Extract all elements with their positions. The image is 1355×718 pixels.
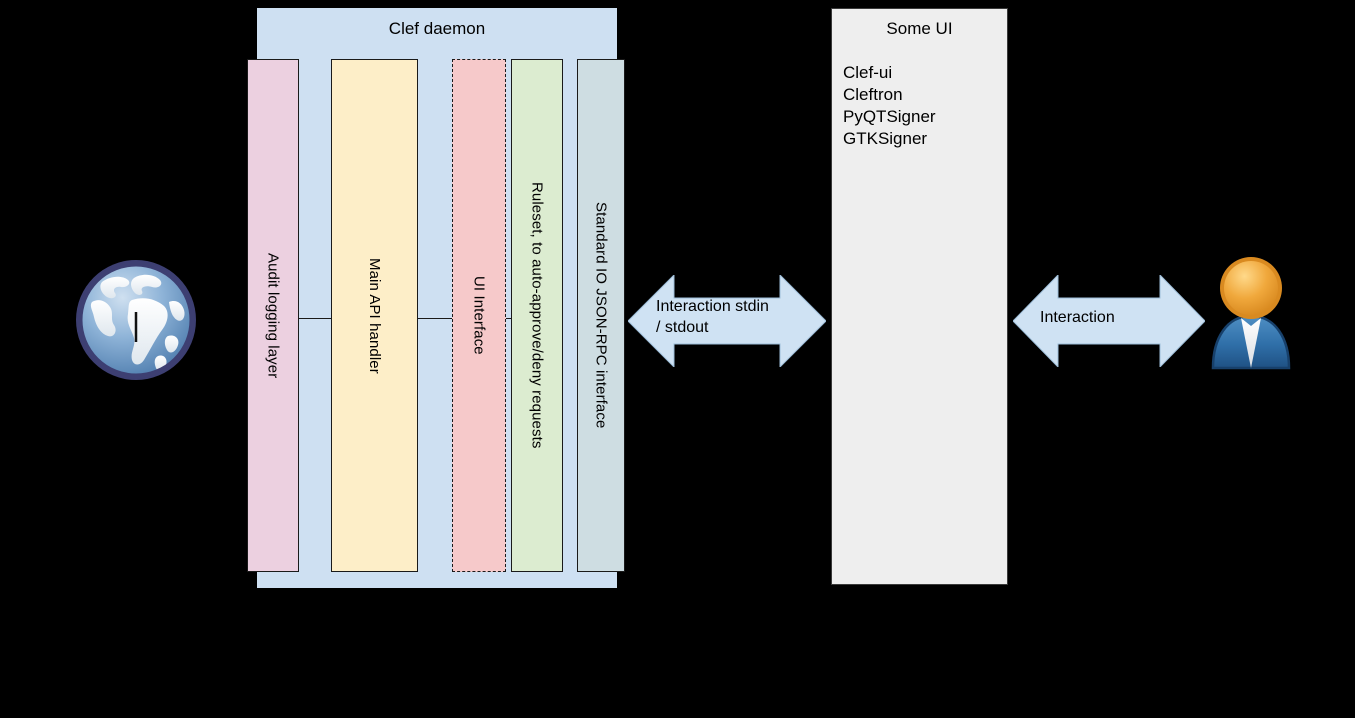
some-ui-panel bbox=[831, 8, 1008, 585]
some-ui-title: Some UI bbox=[886, 19, 953, 38]
clef-daemon-title: Clef daemon bbox=[388, 19, 486, 38]
clef-daemon-container bbox=[257, 8, 617, 588]
layer-jsonrpc-label: Standard IO JSON-RPC interface bbox=[592, 202, 610, 429]
arrow-stdin-stdout bbox=[628, 275, 826, 367]
list-item: Clef-ui bbox=[843, 63, 893, 82]
arrow-interaction bbox=[1013, 275, 1205, 367]
layer-ruleset-label: Ruleset, to auto-approve/deny requests bbox=[528, 182, 546, 449]
layer-main-api-handler: Main API handler bbox=[331, 59, 418, 572]
list-item: GTKSigner bbox=[843, 129, 928, 148]
layer-jsonrpc-interface: Standard IO JSON-RPC interface bbox=[577, 59, 625, 572]
layer-audit-logging: Audit logging layer bbox=[247, 59, 299, 572]
layer-api-label: Main API handler bbox=[366, 257, 383, 374]
arrow-stdin-stdout-label: Interaction stdin / stdout bbox=[656, 298, 769, 336]
connector-api-to-ui bbox=[417, 318, 453, 319]
layer-ui-interface: UI Interface bbox=[452, 59, 506, 572]
connector-audit-to-api bbox=[298, 318, 332, 319]
layer-audit-label: Audit logging layer bbox=[264, 252, 282, 379]
list-item: PyQTSigner bbox=[843, 107, 936, 126]
some-ui-list: Clef-ui Cleftron PyQTSigner GTKSigner bbox=[843, 62, 1003, 150]
arrow-interaction-label: Interaction bbox=[1040, 309, 1115, 326]
user-icon bbox=[1203, 250, 1299, 370]
layer-ruleset: Ruleset, to auto-approve/deny requests bbox=[511, 59, 563, 572]
layer-ui-label: UI Interface bbox=[470, 276, 488, 355]
list-item: Cleftron bbox=[843, 85, 903, 104]
globe-icon bbox=[72, 256, 200, 384]
